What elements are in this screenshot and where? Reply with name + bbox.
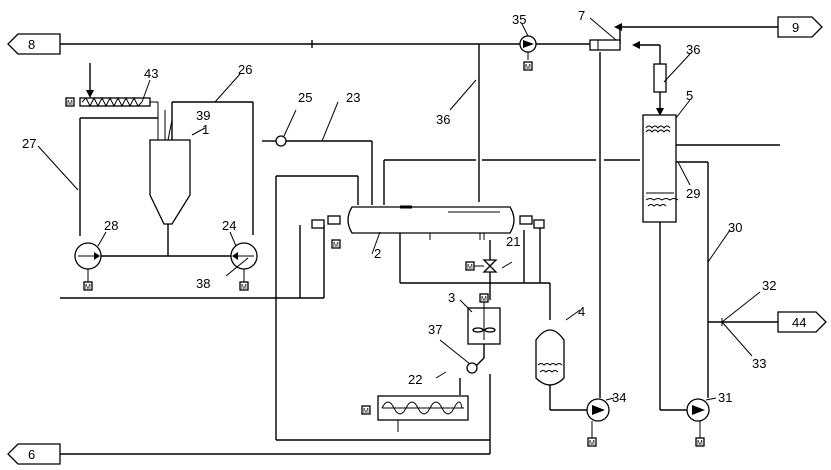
label-33: 33 [752,356,766,371]
stirred-tank-3: M [467,293,501,345]
motor-mark-21: M [467,264,473,271]
pump-35: M [519,35,537,71]
label-21: 21 [506,234,520,249]
separator-vessel-4 [535,329,565,386]
label-37: 37 [428,322,442,337]
label-24: 24 [222,218,236,233]
label-38: 38 [196,276,210,291]
motor-mark-3: M [481,296,487,303]
label-31: 31 [718,390,732,405]
piping [60,23,780,455]
screw-conveyor-22: M [361,395,469,421]
label-27: 27 [22,136,36,151]
motor-mark-43: M [67,100,73,107]
label-2: 2 [374,246,381,261]
dryer-2: M [311,205,545,249]
pump-24: M [230,242,258,291]
terminal-8: 8 [7,33,61,55]
label-30: 30 [728,220,742,235]
motor-mark-35: M [525,64,531,71]
filter-36 [653,63,667,116]
label-36-lower: 36 [436,112,450,127]
terminal-44: 44 [777,311,827,333]
label-22: 22 [408,372,422,387]
ejector-7 [589,39,621,51]
valve-37 [466,362,478,374]
label-36-upper: 36 [686,42,700,57]
terminal-8-label: 8 [28,37,35,52]
motor-mark-22: M [363,408,369,415]
label-29: 29 [686,186,700,201]
valve-21: M [465,259,498,273]
terminal-6-label: 6 [28,447,35,462]
label-39: 39 [196,108,210,123]
number-labels: 1 2 3 4 5 7 21 22 23 24 25 26 27 28 29 3… [22,8,776,405]
motor-mark-31: M [697,440,703,447]
terminal-9: 9 [777,16,823,38]
label-1: 1 [202,122,209,137]
terminal-9-label: 9 [792,20,799,35]
label-35: 35 [512,12,526,27]
label-3: 3 [448,290,455,305]
column-5 [642,114,679,223]
terminal-6: 6 [7,443,61,465]
label-26: 26 [238,62,252,77]
label-7: 7 [578,8,585,23]
motor-mark-34: M [589,440,595,447]
motor-mark-24: M [241,284,247,291]
label-34: 34 [612,390,626,405]
motor-mark-2: M [333,242,339,249]
valve-25 [275,135,287,147]
motor-mark-28: M [85,284,91,291]
label-23: 23 [346,90,360,105]
label-25: 25 [298,90,312,105]
pump-31: M [686,398,710,447]
label-43: 43 [144,66,158,81]
pump-28: M [74,242,102,291]
hopper-tank-1 [149,139,191,225]
label-32: 32 [762,278,776,293]
pump-34: M [586,398,610,447]
label-28: 28 [104,218,118,233]
screw-feeder-43: M [65,96,151,108]
label-5: 5 [686,88,693,103]
leader-lines [37,17,761,401]
terminal-44-label: 44 [792,315,806,330]
label-4: 4 [578,304,585,319]
